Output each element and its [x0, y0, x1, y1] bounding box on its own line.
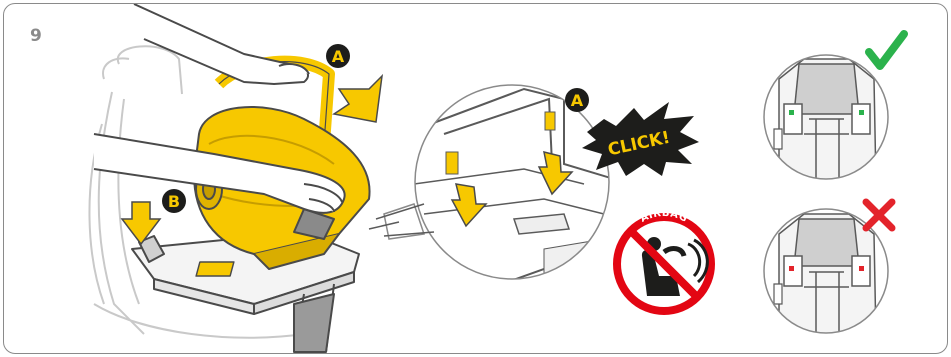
- push-down-arrow: [334, 76, 382, 122]
- marker-b-label: B: [168, 192, 180, 211]
- instruction-panel: 9: [3, 3, 948, 354]
- marker-a-left: A: [326, 44, 350, 68]
- cross-icon: [866, 202, 892, 228]
- click-burst: CLICK!: [582, 102, 699, 176]
- marker-b: B: [162, 189, 186, 213]
- no-airbag-icon: AIRBAG: [617, 208, 711, 311]
- installation-illustration: A B: [4, 4, 947, 353]
- indicator-correct: [764, 34, 904, 184]
- marker-a-zoom-label: A: [571, 91, 584, 110]
- marker-a-zoom: A: [565, 88, 589, 112]
- indicator-wrong: [764, 202, 894, 339]
- marker-a-left-label: A: [332, 47, 345, 66]
- check-icon: [869, 34, 904, 66]
- hands: [94, 4, 345, 213]
